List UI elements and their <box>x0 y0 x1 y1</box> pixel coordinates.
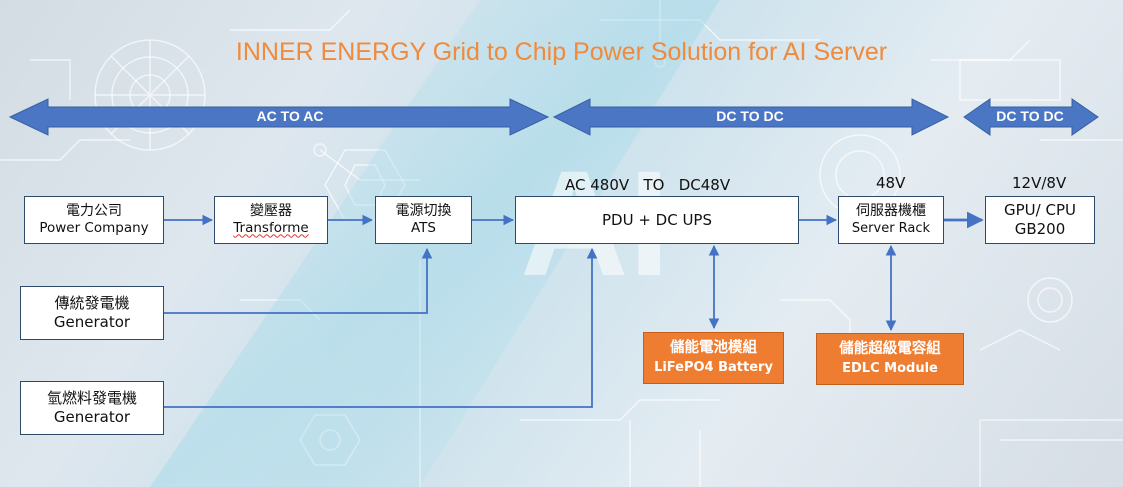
diagram-title: INNER ENERGY Grid to Chip Power Solution… <box>235 38 888 66</box>
trace-1 <box>0 139 130 161</box>
voltage-label-pdu: AC 480V TO DC48V <box>565 176 731 194</box>
right-circle-1 <box>1027 277 1073 323</box>
node-hydrogen-generator-zh: 氫燃料發電機 <box>46 389 137 408</box>
node-battery: 儲能電池模組 LiFePO4 Battery <box>643 332 784 384</box>
section-label-ac-to-ac: AC TO AC <box>256 108 324 124</box>
node-hydrogen-generator: 氫燃料發電機 Generator <box>20 381 164 435</box>
trace-2 <box>230 9 351 31</box>
node-pdu: PDU + DC UPS <box>515 196 799 244</box>
node-edlc-en: EDLC Module <box>842 361 938 377</box>
node-gpu-line2: GB200 <box>1014 220 1066 238</box>
trace-10 <box>520 399 720 421</box>
node-battery-zh: 儲能電池模組 <box>670 340 757 357</box>
node-server-rack-en: Server Rack <box>851 220 931 236</box>
node-generator: 傳統發電機 Generator <box>20 286 164 340</box>
section-label-dc-to-dc-1: DC TO DC <box>716 108 784 124</box>
node-server-rack: 伺服器機櫃 Server Rack <box>838 196 944 244</box>
node-transformer-zh: 變壓器 <box>250 202 292 219</box>
node-gpu-line1: GPU/ CPU <box>1004 201 1076 220</box>
node-power-company-zh: 電力公司 <box>66 202 122 219</box>
node-generator-en: Generator <box>53 313 131 331</box>
node-hydrogen-generator-en: Generator <box>53 408 131 426</box>
node-ats-zh: 電源切換 <box>395 202 452 219</box>
trace-14 <box>30 59 71 100</box>
section-label-dc-to-dc-2: DC TO DC <box>996 108 1064 124</box>
node-server-rack-zh: 伺服器機櫃 <box>856 203 926 220</box>
node-ats: 電源切換 ATS <box>375 196 472 244</box>
node-edlc-zh: 儲能超級電容組 <box>839 341 941 358</box>
band-dc-to-dc-2 <box>963 98 1099 136</box>
band-ac-to-ac <box>8 98 550 136</box>
node-power-company-en: Power Company <box>39 220 149 237</box>
node-ats-en: ATS <box>410 220 436 237</box>
node-edlc: 儲能超級電容組 EDLC Module <box>816 333 964 385</box>
node-transformer: 變壓器 Transforme <box>214 196 328 244</box>
web-spokes <box>95 40 205 150</box>
node-pdu-en: PDU + DC UPS <box>601 210 713 229</box>
trace-node-2 <box>313 143 327 157</box>
band-dc-to-dc-1 <box>552 98 950 136</box>
node-power-company: 電力公司 Power Company <box>24 196 164 244</box>
node-generator-zh: 傳統發電機 <box>54 294 130 313</box>
trace-11 <box>629 420 701 487</box>
trace-15 <box>979 329 1061 351</box>
line-hydrogen-generator-to-pdu <box>164 247 598 408</box>
top-right-rect <box>959 59 1061 101</box>
right-circle-2 <box>1037 287 1063 313</box>
node-transformer-en: Transforme <box>233 220 309 237</box>
node-battery-en: LiFePO4 Battery <box>654 360 773 376</box>
voltage-label-rack: 48V <box>876 174 906 192</box>
voltage-label-gpu: 12V/8V <box>1012 174 1067 192</box>
node-gpu: GPU/ CPU GB200 <box>985 196 1095 244</box>
trace-8 <box>979 419 1123 487</box>
line-generator-to-ats <box>164 247 433 314</box>
